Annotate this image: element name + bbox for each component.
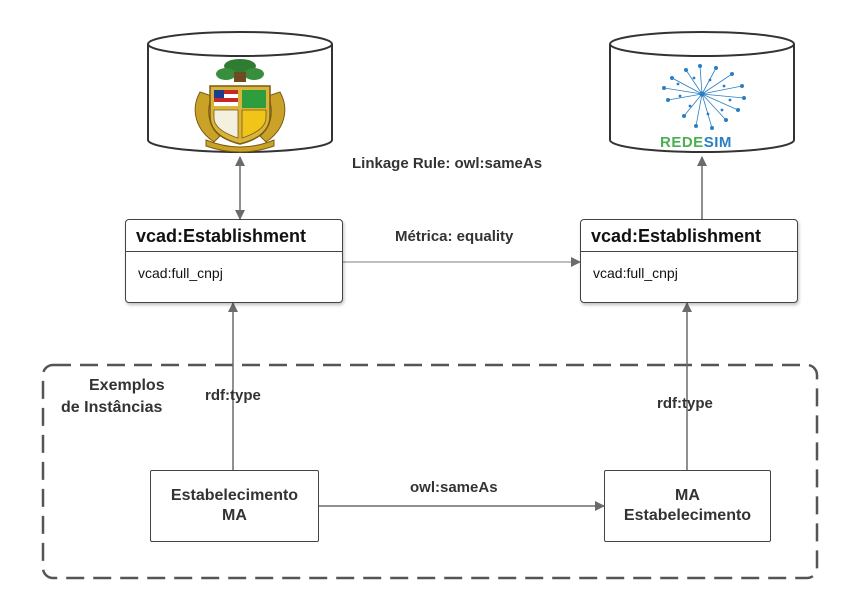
instances-group-title-line1: Exemplos [89, 377, 165, 394]
instances-group-border [41, 363, 819, 580]
right-class-title: vcad:Establishment [581, 220, 797, 252]
svg-text:REDESIM: REDESIM [660, 134, 732, 151]
right-instance-box: MA Estabelecimento [604, 470, 771, 542]
redesim-logo-text-sim: SIM [704, 134, 732, 151]
left-class-attribute: vcad:full_cnpj [138, 265, 223, 281]
right-class-box: vcad:Establishment vcad:full_cnpj [580, 219, 798, 303]
instance-link-label: owl:sameAs [410, 479, 498, 496]
maranhao-coat-of-arms-icon [194, 59, 286, 153]
right-class-attribute: vcad:full_cnpj [593, 265, 678, 281]
left-instance-box: Estabelecimento MA [150, 470, 319, 542]
left-instance-line1: Estabelecimento [170, 487, 299, 504]
left-class-title: vcad:Establishment [126, 220, 342, 252]
left-class-box: vcad:Establishment vcad:full_cnpj [125, 219, 343, 303]
redesim-logo-text-rede: REDE [660, 134, 704, 151]
redesim-logo-icon: REDESIM [660, 64, 746, 151]
metric-label: Métrica: equality [395, 228, 514, 245]
right-database-cylinder [609, 31, 795, 153]
linkage-rule-label: Linkage Rule: owl:sameAs [352, 155, 543, 172]
right-instance-line2: Estabelecimento [623, 507, 752, 524]
left-instance-line2: MA [222, 507, 247, 524]
instances-group-title: Exemplos de Instâncias [61, 375, 165, 419]
instances-group-title-line2: de Instâncias [61, 399, 163, 416]
left-rdf-type-label: rdf:type [205, 387, 261, 404]
right-rdf-type-label: rdf:type [657, 395, 713, 412]
right-instance-line1: MA [675, 487, 700, 504]
